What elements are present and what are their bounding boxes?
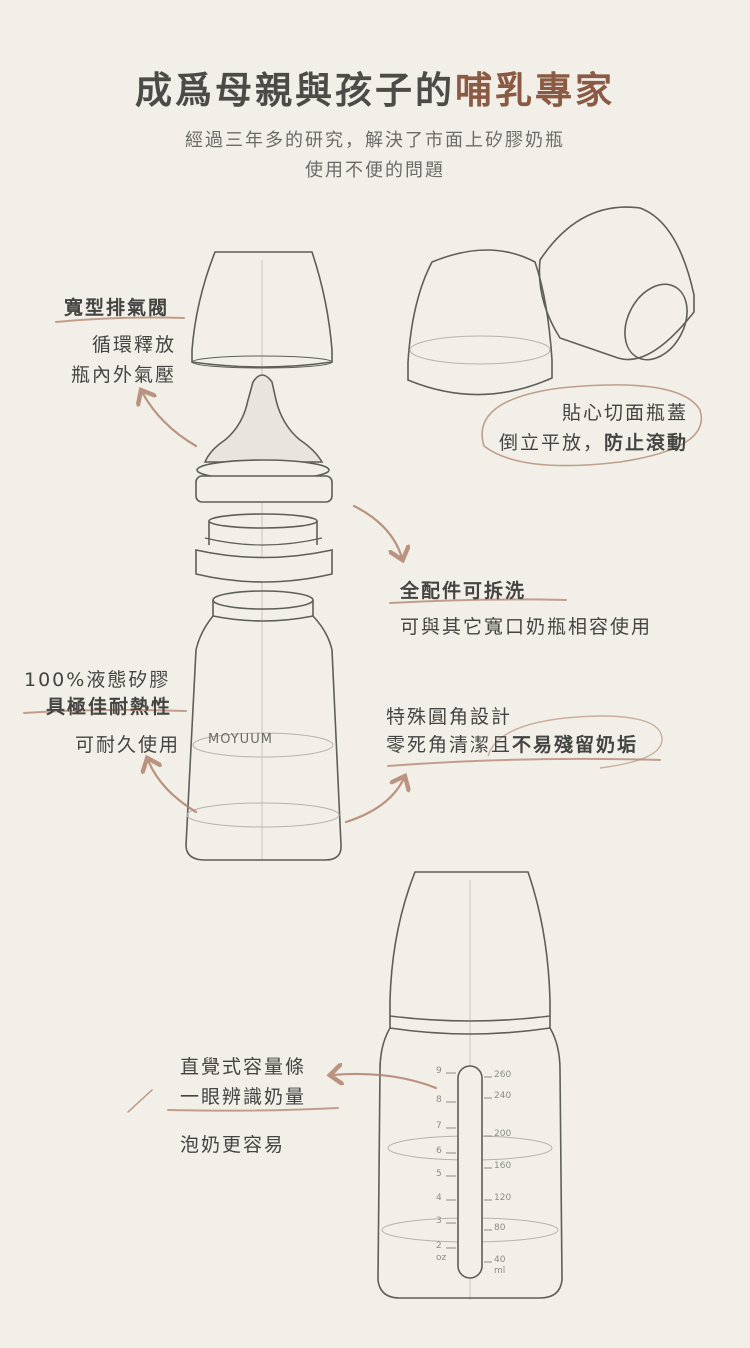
title-main: 成爲母親與孩子的	[135, 69, 455, 112]
scale-oz-2: 2	[436, 1241, 442, 1251]
corner-line-2-bold: 不易殘留奶垢	[512, 734, 639, 756]
cap-line-1: 貼心切面瓶蓋	[561, 402, 688, 424]
scale-ml-80: 80	[494, 1223, 506, 1233]
scale-oz-9: 9	[436, 1066, 442, 1076]
slanted-cap-illustration	[407, 206, 695, 396]
cap-line-2-prefix: 倒立平放，	[498, 432, 604, 454]
title-accent: 哺乳專家	[455, 69, 615, 112]
scale-line-3: 泡奶更容易	[180, 1134, 286, 1156]
scale-ml-240: 240	[494, 1091, 512, 1101]
vent-title: 寬型排氣閥	[64, 297, 170, 319]
subtitle-line-1: 經過三年多的研究，解決了市面上矽膠奶瓶	[185, 130, 565, 151]
scale-ml-160: 160	[494, 1161, 512, 1171]
cap-line-2-bold: 防止滾動	[603, 432, 688, 454]
vent-line-1: 循環釋放	[91, 334, 176, 356]
corner-line-2-prefix: 零死角清潔且	[386, 734, 513, 756]
vent-line-2: 瓶內外氣壓	[70, 364, 176, 386]
scale-oz-6: 6	[436, 1146, 442, 1156]
scale-ml-120: 120	[494, 1193, 512, 1203]
scale-ml-260: 260	[494, 1070, 512, 1080]
cap-illustration	[191, 251, 333, 369]
scale-line-1: 直覺式容量條	[180, 1056, 307, 1078]
scale-unit-oz: oz	[436, 1253, 447, 1263]
scale-oz-8: 8	[436, 1095, 442, 1105]
scale-oz-7: 7	[436, 1121, 442, 1131]
collar-illustration	[195, 513, 333, 583]
cap-line-2: 倒立平放，防止滾動	[470, 428, 688, 455]
corner-line-2: 零死角清潔且不易殘留奶垢	[386, 730, 638, 757]
detach-title: 全配件可拆洗	[400, 580, 527, 602]
nipple-illustration	[195, 374, 333, 503]
detach-desc: 可與其它寬口奶瓶相容使用	[400, 616, 653, 638]
scale-unit-ml: ml	[494, 1266, 506, 1276]
scale-oz-3: 3	[436, 1216, 442, 1226]
bottle-body-illustration	[185, 590, 342, 861]
corner-line-1: 特殊圓角設計	[386, 706, 513, 728]
scale-line-2: 一眼辨識奶量	[180, 1086, 307, 1108]
scale-ml-40: 40	[494, 1255, 506, 1265]
silicone-line-1: 100%液態矽膠	[24, 669, 171, 691]
page-title: 成爲母親與孩子的哺乳專家	[0, 60, 750, 114]
scale-oz-5: 5	[436, 1169, 442, 1179]
brand-logo: MOYUUM	[208, 732, 273, 747]
scale-ml-200: 200	[494, 1129, 512, 1139]
scale-oz-4: 4	[436, 1193, 442, 1203]
silicone-line-2: 具極佳耐熱性	[46, 696, 173, 718]
silicone-line-3: 可耐久使用	[74, 734, 180, 756]
assembled-bottle-illustration	[377, 871, 563, 1299]
subtitle-line-2: 使用不便的問題	[305, 160, 445, 181]
